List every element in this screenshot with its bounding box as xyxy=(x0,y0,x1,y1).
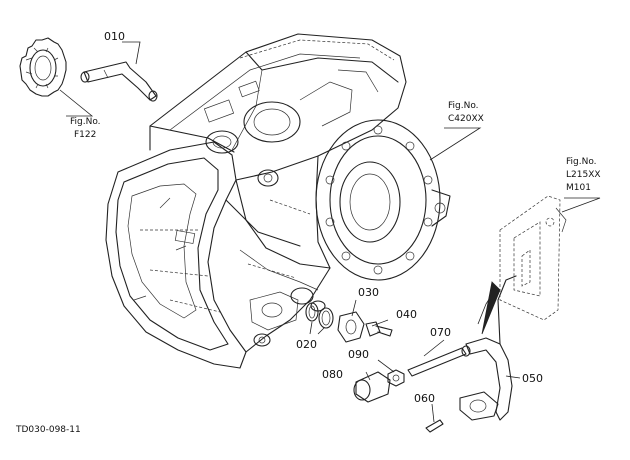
callout-020: 020 xyxy=(296,338,317,351)
figure-ref-number-secondary: M101 xyxy=(566,183,591,193)
figure-ref-number: F122 xyxy=(74,130,96,140)
reference-arrow xyxy=(477,281,501,335)
figure-ref-f122: Fig.No. F122 xyxy=(70,117,101,140)
figure-ref-number: C420XX xyxy=(448,114,484,124)
figure-ref-l215xx: Fig.No. L215XX M101 xyxy=(566,157,601,193)
callout-090: 090 xyxy=(348,348,369,361)
callout-030: 030 xyxy=(358,286,379,299)
figure-ref-c420xx: Fig.No. C420XX xyxy=(448,101,484,124)
transmission-case xyxy=(105,33,451,369)
callout-060: 060 xyxy=(414,392,435,405)
callout-010: 010 xyxy=(104,30,125,43)
part-080-knob xyxy=(353,371,391,403)
part-050-lever xyxy=(459,275,517,421)
callout-080: 080 xyxy=(322,368,343,381)
callouts: 010 020 030 040 050 060 070 080 090 xyxy=(104,30,543,405)
callout-070: 070 xyxy=(430,326,451,339)
figure-ref-label: Fig.No. xyxy=(448,101,479,111)
figure-ref-label: Fig.No. xyxy=(566,157,597,167)
part-010-shaft xyxy=(80,61,158,102)
part-060-pin xyxy=(425,419,444,433)
figure-ref-number: L215XX xyxy=(566,170,601,180)
part-040-bolt xyxy=(365,321,393,337)
diagram-id: TD030-098-11 xyxy=(15,425,81,435)
gear-f122 xyxy=(19,37,67,97)
figure-ref-label: Fig.No. xyxy=(70,117,101,127)
part-020-o-rings xyxy=(305,302,334,329)
bracket-l215xx xyxy=(499,195,567,321)
leader-lines xyxy=(59,41,601,423)
callout-050: 050 xyxy=(522,372,543,385)
part-030-plate xyxy=(337,311,365,343)
part-090-nut xyxy=(387,369,405,387)
flange-bolt-holes xyxy=(325,125,433,275)
part-070-rod xyxy=(407,345,471,377)
callout-040: 040 xyxy=(396,308,417,321)
